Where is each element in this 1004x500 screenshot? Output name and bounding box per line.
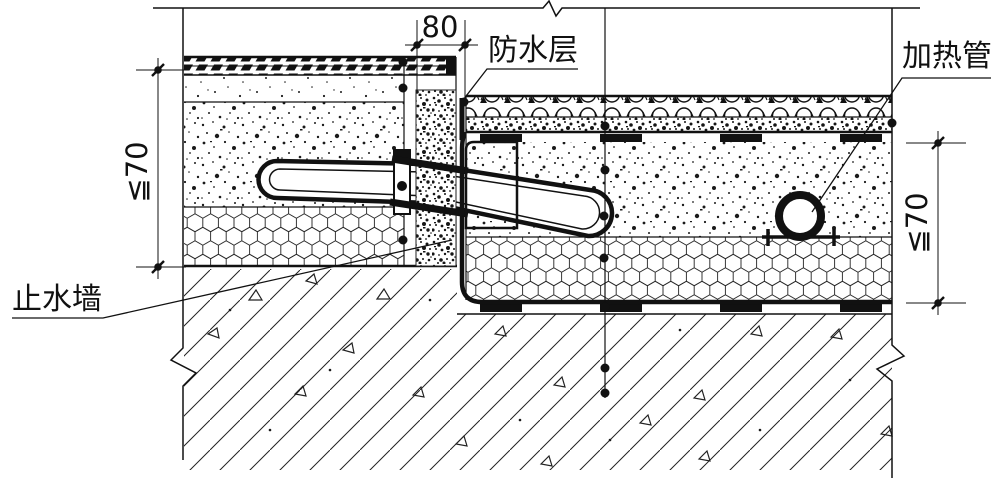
right-edge-with-break	[875, 8, 906, 478]
structure-outlines	[153, 0, 920, 478]
heating-pipe-leader	[811, 77, 991, 213]
waterproof-layer-text: 防水层	[488, 33, 578, 68]
label-heating-pipe: 加热管	[811, 39, 992, 213]
slab-dots	[228, 298, 852, 442]
left-edge-with-break	[169, 8, 198, 460]
joint-sealant-cap	[446, 57, 456, 75]
waterproof-layer-leader	[462, 68, 578, 101]
sleeve-top-wall	[391, 155, 469, 175]
mortar-bed-layer	[184, 75, 404, 102]
dimension-joint-width: 80	[405, 10, 478, 100]
water-stop-wall	[415, 89, 457, 267]
pebble-layer	[466, 96, 892, 117]
insulation-layer	[184, 207, 404, 266]
reference-dots	[398, 57, 897, 398]
membrane-dashes-top	[468, 134, 892, 142]
water-stop-wall-text: 止水墙	[12, 282, 102, 317]
pipe-clamp-fixing	[393, 149, 411, 215]
water-stop-wall-leader	[12, 239, 453, 319]
top-edge-with-break	[153, 0, 920, 18]
label-waterproof-layer: 防水层	[462, 33, 578, 101]
heating-pipe-text: 加热管	[902, 39, 992, 74]
pipe-inner-wall	[268, 168, 601, 230]
sleeve-box	[464, 140, 519, 230]
heating-pipe-section	[762, 191, 840, 246]
concrete-aggregate-symbols	[206, 272, 893, 467]
dim-text-left-70: ≦70	[120, 141, 154, 202]
right-floor-assembly	[457, 94, 892, 315]
pipe-sleeve	[389, 140, 519, 230]
sleeve-bottom-wall	[389, 198, 469, 218]
heating-pipe-circle	[775, 191, 825, 241]
membrane-dashes-bottom	[472, 304, 892, 312]
label-water-stop-wall: 止水墙	[12, 239, 453, 319]
insulation-layer-right	[466, 237, 892, 300]
structural-slab	[184, 269, 893, 470]
dim-text-right-70: ≦70	[900, 192, 934, 253]
dim-text-80: 80	[422, 10, 459, 44]
pipe-clip	[762, 229, 840, 246]
dimension-right-height: ≦70	[900, 131, 966, 315]
dimension-left-height: ≦70	[120, 58, 186, 279]
sand-bed-layer	[466, 117, 892, 131]
